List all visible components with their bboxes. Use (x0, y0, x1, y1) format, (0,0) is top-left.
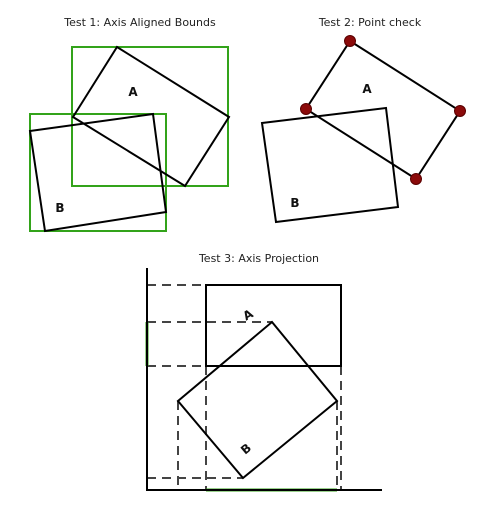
test3-panel: Test 3: Axis Projection A B (145, 252, 382, 492)
test2-shape-b (260, 106, 400, 224)
test2-title: Test 2: Point check (318, 16, 422, 29)
test2-label-b: B (290, 196, 299, 210)
test1-label-b: B (55, 201, 64, 215)
test3-shape-a (205, 284, 342, 367)
test1-panel: Test 1: Axis Aligned Bounds A B (28, 16, 231, 233)
test1-title: Test 1: Axis Aligned Bounds (63, 16, 216, 29)
test1-bounds-b (29, 113, 167, 232)
test1-shape-a (71, 45, 231, 188)
test2-panel: Test 2: Point check A B (260, 16, 466, 224)
test2-label-a: A (362, 82, 372, 96)
test2-vertex-point (300, 103, 312, 115)
test1-label-a: A (128, 85, 138, 99)
test1-shape-b (28, 112, 168, 233)
test2-vertex-point (454, 105, 466, 117)
test2-vertex-point (344, 35, 356, 47)
test3-title: Test 3: Axis Projection (198, 252, 319, 265)
test3-shape-b (176, 320, 339, 480)
test3-label-b: B (238, 441, 254, 458)
test2-vertex-point (410, 173, 422, 185)
test3-label-a: A (240, 306, 256, 323)
test2-shape-a (304, 39, 462, 181)
